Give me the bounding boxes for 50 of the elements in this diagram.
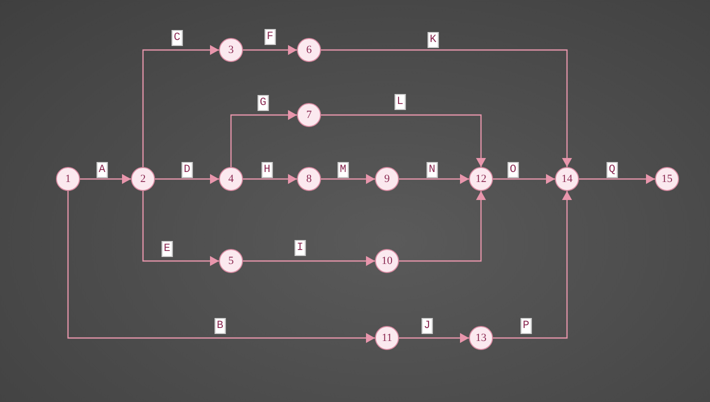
event-circle: 14: [555, 167, 579, 191]
edge-label: G: [258, 95, 268, 111]
event-circle: 8: [297, 167, 321, 191]
arrow: [155, 174, 219, 184]
edge-label: D: [182, 162, 192, 178]
arrow: [243, 256, 375, 266]
edge-label: Q: [606, 162, 618, 178]
arrow: [142, 45, 219, 167]
arrow: [399, 174, 469, 184]
event-circle: 4: [219, 167, 243, 191]
arrow: [243, 45, 297, 55]
edge-label: O: [508, 162, 518, 178]
arrow: [493, 191, 572, 339]
edge-label: M: [338, 162, 348, 178]
event-circle: 12: [469, 167, 493, 191]
arrow: [80, 174, 131, 184]
edge-label: J: [422, 318, 432, 334]
edge-label: I: [294, 240, 306, 256]
arrow: [399, 191, 486, 262]
arrow: [321, 114, 486, 167]
edge-label: P: [520, 318, 532, 334]
edge-label: H: [262, 162, 272, 178]
edge-label: K: [428, 32, 438, 48]
event-circle: 11: [375, 326, 399, 350]
arrow: [230, 110, 297, 167]
edge-label: E: [162, 241, 172, 257]
arrow: [493, 174, 555, 184]
arrow: [321, 174, 375, 184]
event-circle: 15: [655, 167, 679, 191]
arrow: [321, 49, 572, 167]
event-circle: 7: [297, 103, 321, 127]
edge-label: N: [426, 162, 438, 178]
edge-label: B: [214, 318, 226, 334]
arrow: [243, 174, 297, 184]
event-circle: 9: [375, 167, 399, 191]
edge-label: F: [264, 29, 276, 45]
arrow: [579, 174, 655, 184]
edge-label: C: [172, 30, 182, 46]
event-circle: 1: [56, 167, 80, 191]
event-circle: 6: [297, 38, 321, 62]
event-circle: 13: [469, 326, 493, 350]
event-circle: 10: [375, 249, 399, 273]
event-circle: 5: [219, 249, 243, 273]
arrow: [142, 191, 219, 266]
arrow: [399, 333, 469, 343]
event-circle: 3: [219, 38, 243, 62]
arrow: [67, 191, 375, 343]
edge-label: L: [394, 94, 406, 110]
event-circle: 2: [131, 167, 155, 191]
edge-label: A: [96, 162, 108, 178]
